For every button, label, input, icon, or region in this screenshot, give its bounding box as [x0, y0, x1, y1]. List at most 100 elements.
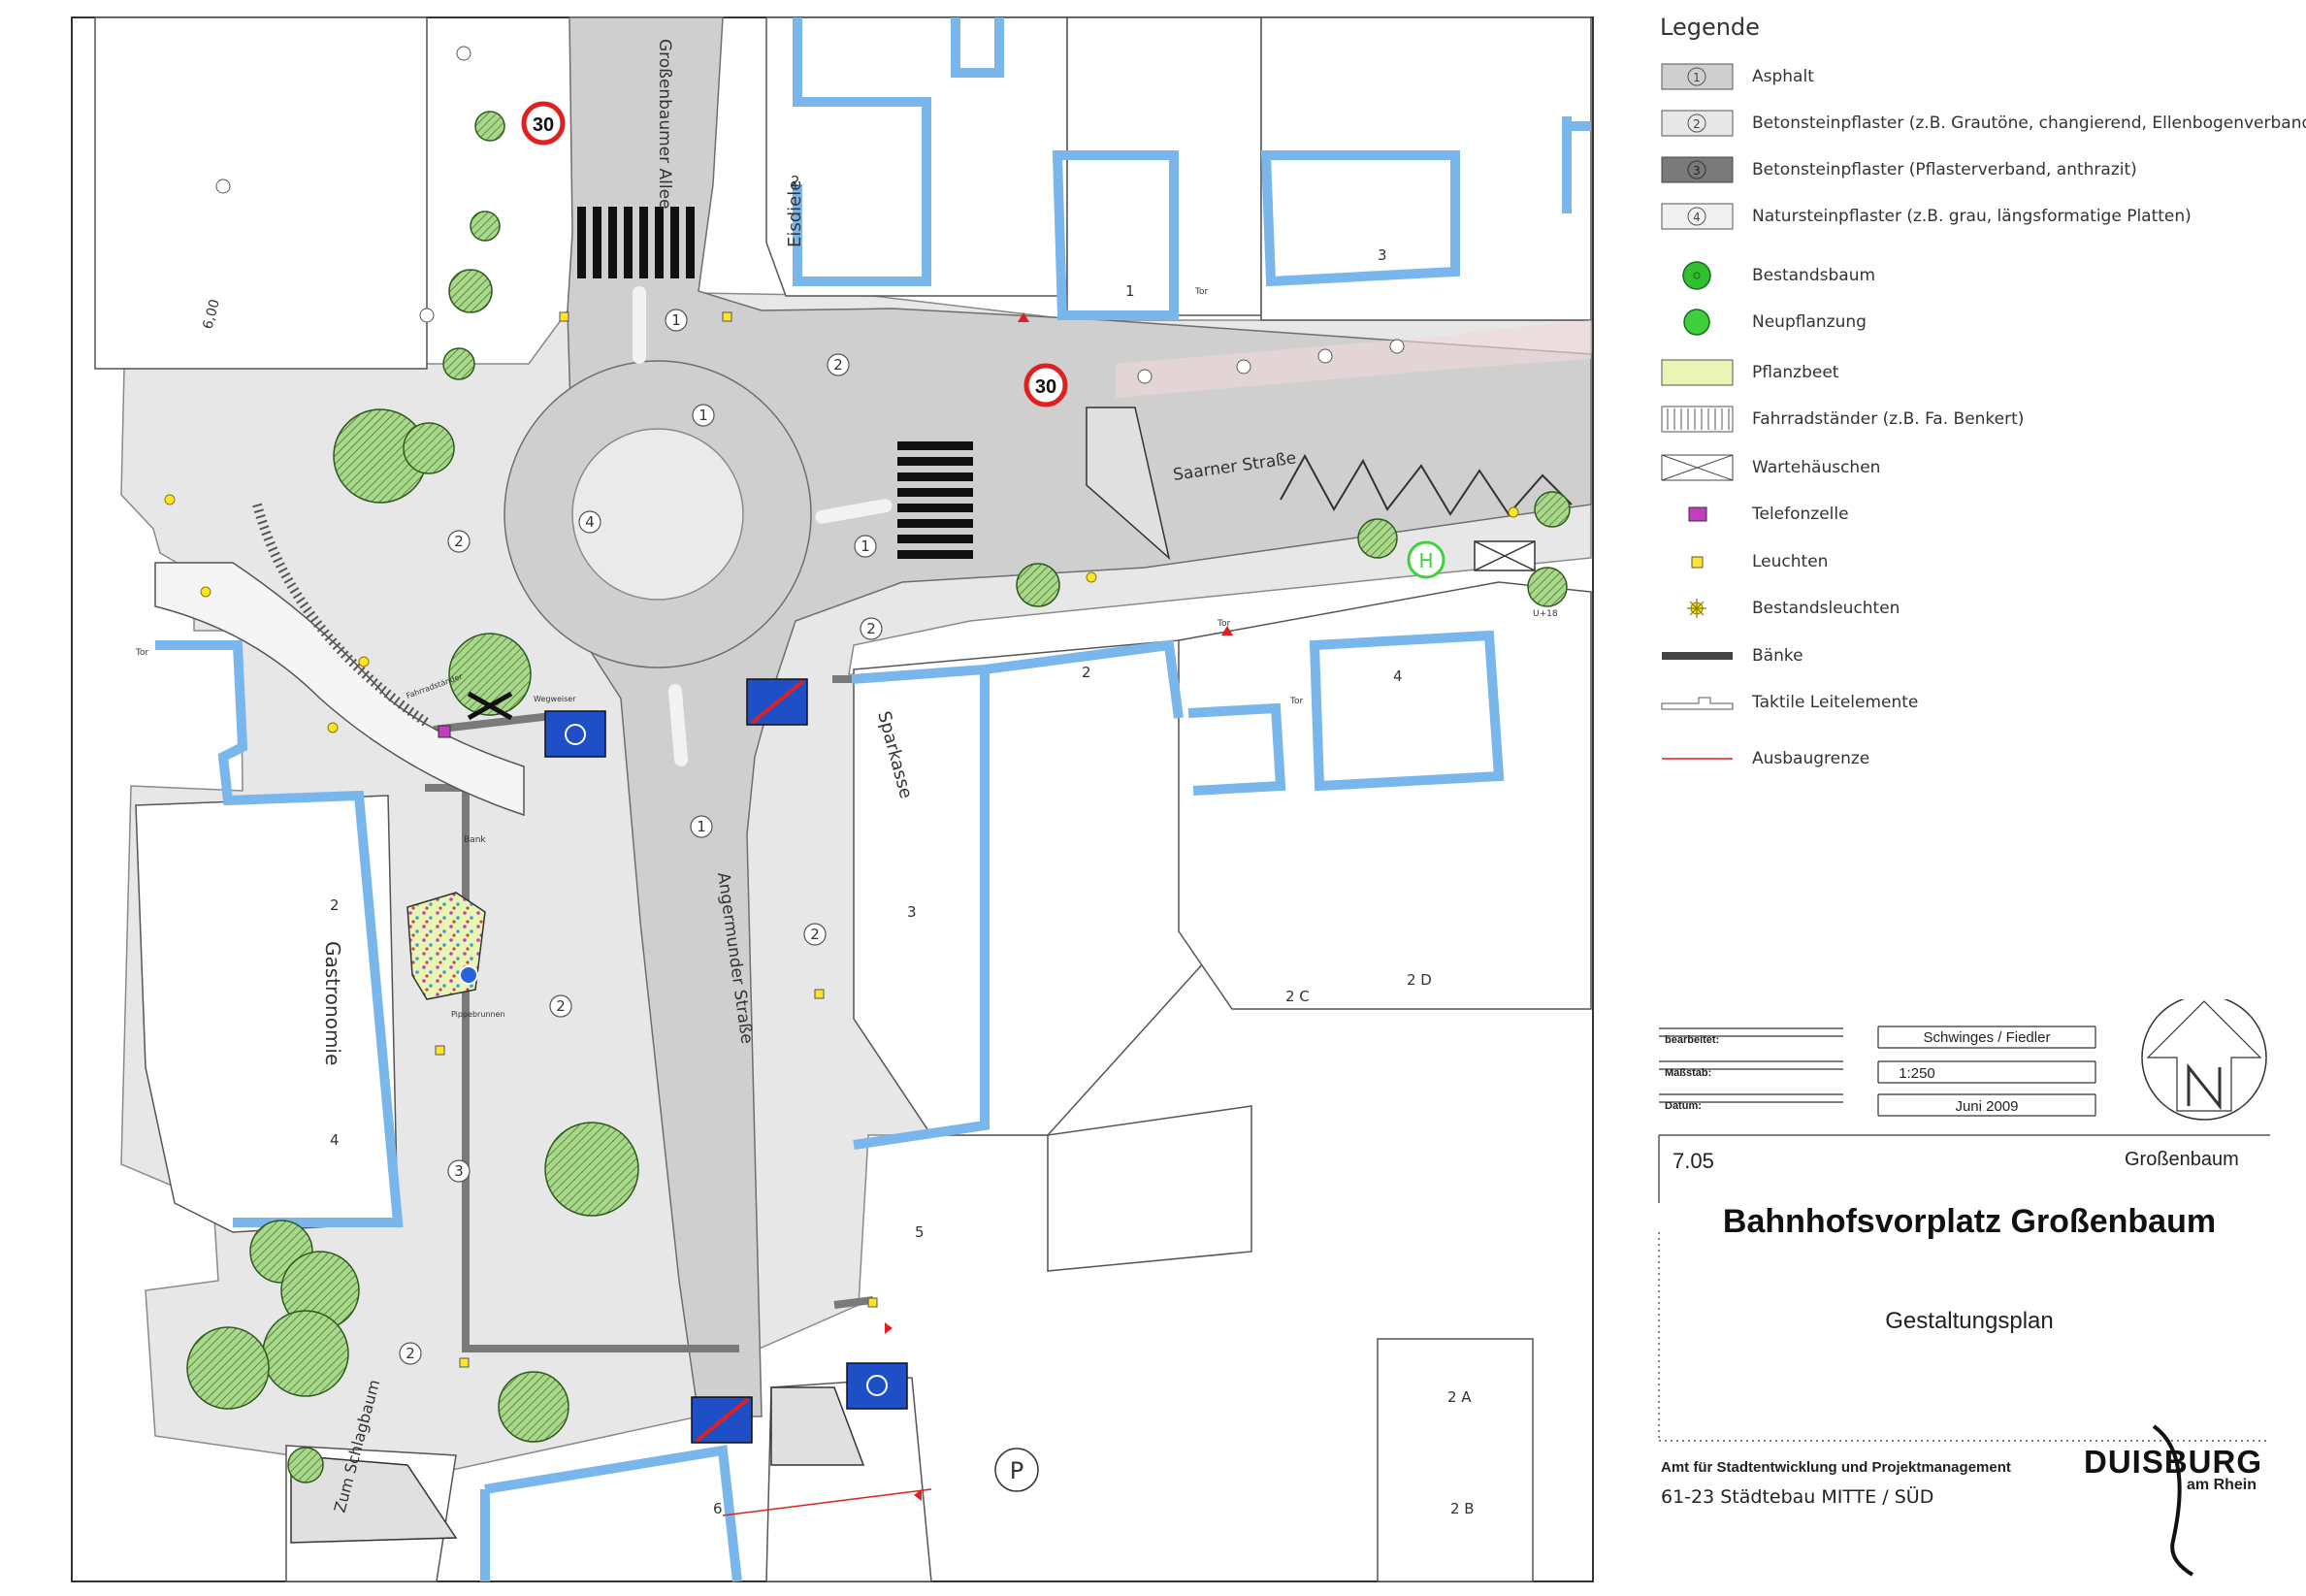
existing-tree-icon	[448, 269, 493, 313]
existing-light-icon	[1687, 599, 1706, 618]
legend-label: Bänke	[1752, 646, 1803, 666]
svg-text:2: 2	[1082, 664, 1091, 681]
svg-text:Tor: Tor	[1289, 697, 1303, 706]
legend-item-shelter: Wartehäuschen	[1660, 453, 2300, 482]
existing-light-icon	[164, 494, 176, 505]
svg-text:1: 1	[697, 818, 706, 835]
legend-label: Bestandsbaum	[1752, 266, 1876, 285]
legend-label: Telefonzelle	[1752, 505, 1849, 524]
speed-limit-sign: 30	[521, 101, 566, 146]
title-block-label-editor: bearbeitet:	[1665, 1034, 1720, 1046]
svg-text:1: 1	[671, 311, 681, 329]
legend-item-asphalt: 1 Asphalt	[1660, 62, 2300, 91]
existing-tree-icon	[262, 1310, 349, 1397]
parking-lane	[1116, 320, 1591, 398]
light-icon	[814, 989, 825, 999]
bike-rack-icon	[1661, 406, 1734, 433]
title-block-label-scale: Maßstab:	[1665, 1067, 1712, 1079]
lights	[435, 311, 878, 1368]
existing-light-icon	[327, 722, 339, 733]
legend-item-light: Leuchten	[1660, 547, 2300, 576]
concrete-pavers-swatch: 2	[1661, 110, 1734, 137]
svg-text:2: 2	[833, 356, 843, 374]
asphalt-swatch: 1	[1661, 63, 1734, 90]
shelter-zigzag	[1280, 453, 1573, 516]
light-icon	[1691, 556, 1704, 569]
svg-text:1: 1	[698, 407, 708, 424]
legend-item-new-planting: Neupflanzung	[1660, 308, 2300, 337]
existing-tree-icon	[1527, 567, 1568, 607]
existing-light-icon	[200, 586, 211, 598]
svg-text:2 B: 2 B	[1450, 1500, 1475, 1517]
svg-text:2: 2	[330, 896, 340, 914]
light-icon	[559, 311, 569, 322]
svg-text:3: 3	[907, 903, 917, 921]
svg-text:2: 2	[866, 620, 876, 637]
existing-tree-icon	[498, 1371, 569, 1443]
north-arrow-icon	[2141, 999, 2267, 1121]
svg-text:1: 1	[861, 537, 870, 555]
planting-bed-swatch	[1661, 359, 1734, 386]
pedestrian-zone-sign	[544, 710, 606, 758]
svg-text:5: 5	[915, 1223, 925, 1241]
department-name: 61-23 Städtebau MITTE / SÜD	[1661, 1486, 1934, 1508]
entrance-markers	[885, 312, 1233, 1501]
building-facades-blue	[155, 17, 1591, 1582]
building-label-eisdiele: Eisdiele	[785, 180, 805, 247]
signpost-cross	[467, 691, 513, 721]
svg-text:2 C: 2 C	[1285, 988, 1310, 1005]
svg-text:2: 2	[1693, 117, 1701, 131]
legend-label: Betonsteinpflaster (Pflasterverband, ant…	[1752, 160, 2137, 179]
existing-tree-icon	[403, 422, 455, 474]
existing-light-icon	[1086, 571, 1097, 583]
traffic-island	[667, 684, 689, 766]
legend-label: Leuchten	[1752, 552, 1829, 571]
legend-label: Ausbaugrenze	[1752, 749, 1870, 768]
existing-tree-icon	[287, 1447, 324, 1483]
svg-text:3: 3	[1378, 246, 1387, 264]
svg-text:2: 2	[556, 997, 566, 1015]
existing-tree-icon	[186, 1326, 270, 1410]
existing-tree-icon	[470, 211, 501, 242]
duisburg-logo-mark	[2152, 1424, 2194, 1577]
legend-item-tactile-guide: Taktile Leitelemente	[1660, 688, 2300, 717]
svg-text:4: 4	[1693, 211, 1701, 224]
existing-light-icon	[1508, 506, 1519, 518]
anthracite-path	[433, 712, 552, 733]
title-block-label-date: Datum:	[1665, 1100, 1702, 1112]
boundary-line	[722, 1488, 932, 1516]
plan-place: Großenbaum	[2125, 1149, 2239, 1170]
legend-label: Natursteinpflaster (z.B. grau, längsform…	[1752, 207, 2192, 226]
svg-text:Tor: Tor	[135, 648, 148, 658]
plan-title: Bahnhofsvorplatz Großenbaum	[1722, 1203, 2217, 1240]
legend-item-phone-booth: Telefonzelle	[1660, 500, 2300, 529]
existing-tree-icon	[474, 111, 505, 142]
svg-text:2: 2	[810, 926, 820, 943]
svg-text:2: 2	[454, 533, 464, 550]
svg-text:30: 30	[1035, 376, 1056, 398]
legend-item-existing-light: Bestandsleuchten	[1660, 594, 2300, 623]
parking-bays	[215, 46, 1405, 384]
title-block-value-editor: Schwinges / Fiedler	[1923, 1029, 2051, 1046]
legend-label: Neupflanzung	[1752, 312, 1867, 332]
existing-tree-icon	[1016, 563, 1060, 607]
light-icon	[722, 311, 732, 322]
title-block-value-scale: 1:250	[1899, 1065, 1935, 1082]
legend-label: Asphalt	[1752, 67, 1814, 86]
svg-text:2 A: 2 A	[1447, 1388, 1472, 1406]
svg-text:Pippebrunnen: Pippebrunnen	[451, 1010, 505, 1019]
traffic-island	[633, 286, 646, 364]
legend-item-anthracite-pavers: 3 Betonsteinpflaster (Pflasterverband, a…	[1660, 155, 2300, 184]
title-block-frame	[1658, 999, 2270, 1442]
svg-text:Tor: Tor	[1194, 287, 1208, 297]
svg-text:2: 2	[406, 1345, 415, 1362]
pedestrian-zone-end-sign	[746, 678, 808, 726]
svg-text:2: 2	[791, 173, 800, 190]
boundary-line-icon	[1662, 758, 1733, 760]
svg-text:U+18: U+18	[1533, 609, 1558, 619]
svg-text:1: 1	[1125, 282, 1135, 300]
existing-tree-icon	[1682, 261, 1711, 290]
legend-item-concrete-pavers: 2 Betonsteinpflaster (z.B. Grautöne, cha…	[1660, 109, 2306, 138]
anthracite-path	[425, 784, 739, 1352]
shelter-icon	[1661, 454, 1734, 481]
